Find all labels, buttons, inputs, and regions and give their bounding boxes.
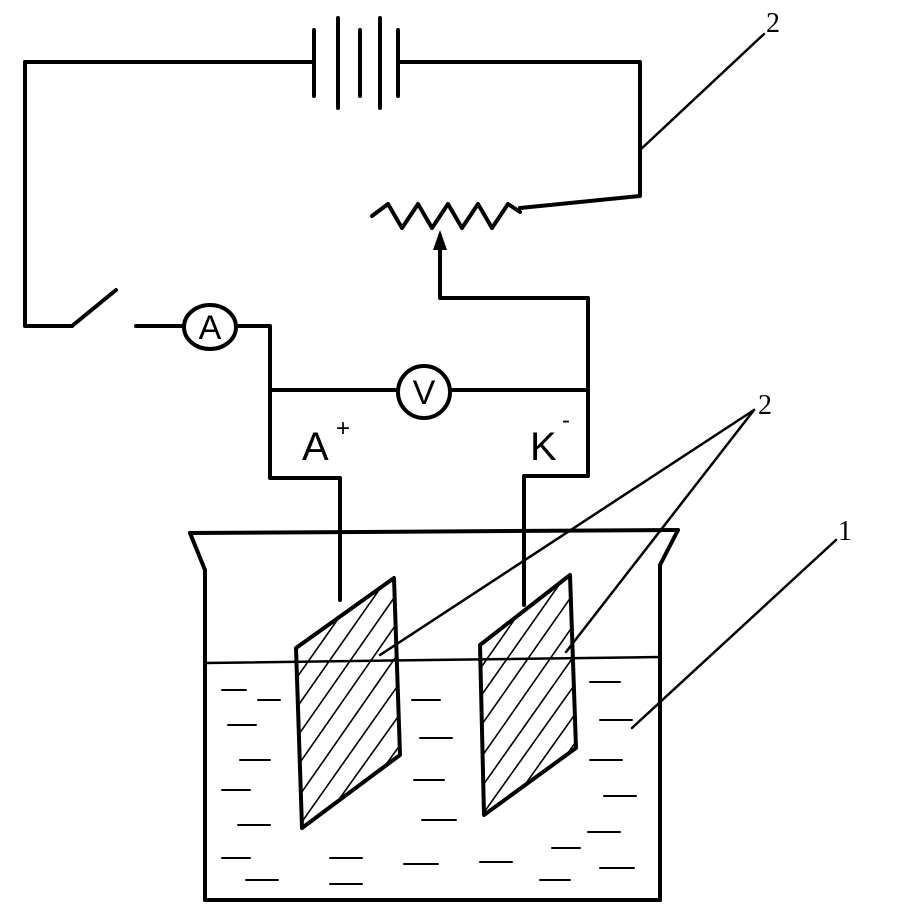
cathode-plate-outline	[478, 573, 578, 817]
cathode-hatching	[480, 575, 576, 815]
cathode-label: K -	[530, 407, 570, 469]
anode-plate-outline	[294, 576, 402, 830]
ammeter: A	[182, 303, 238, 351]
beaker-left-wall	[188, 531, 207, 902]
electrolyte-ripples	[221, 681, 637, 885]
callout-leader-anode	[378, 408, 756, 657]
beaker	[188, 528, 680, 902]
voltmeter-branch: V	[268, 364, 590, 607]
ammeter-label: A	[199, 309, 222, 347]
cathode-letter: K	[530, 425, 557, 469]
wire-ammeter-to-anode	[234, 324, 342, 602]
callout-leader	[630, 538, 838, 730]
left-circuit: A	[23, 60, 342, 602]
beaker-rim	[188, 528, 680, 535]
battery	[23, 16, 642, 210]
callout-number: 1	[838, 516, 852, 547]
voltmeter: V	[396, 364, 452, 420]
callout-leader	[638, 32, 766, 152]
anode-letter: A	[302, 425, 329, 469]
rheostat-slider-wire	[438, 240, 590, 390]
rheostat	[370, 202, 590, 390]
callout-number: 2	[758, 390, 772, 421]
cathode-sign: -	[562, 407, 570, 434]
rheostat-slider-arrow	[433, 230, 447, 250]
rheostat-zigzag	[370, 202, 522, 230]
callout-top-right: 2	[638, 8, 780, 152]
cathode-plate	[478, 573, 578, 817]
anode-sign: +	[336, 415, 350, 442]
beaker-right-wall	[658, 528, 680, 902]
anode-label: A +	[302, 415, 350, 469]
anode-hatching	[296, 578, 400, 828]
switch-blade	[70, 288, 118, 328]
wire-left-vertical	[23, 60, 74, 328]
wire-to-cathode	[522, 388, 590, 607]
callout-electrolyte: 1	[630, 516, 852, 730]
wire-battery-right	[398, 60, 642, 210]
anode-plate	[294, 576, 402, 830]
callout-electrodes: 2	[378, 390, 772, 657]
callout-number: 2	[766, 8, 780, 39]
voltmeter-label: V	[413, 374, 436, 412]
electrolyte-surface	[203, 655, 662, 665]
callout-leader-cathode	[564, 408, 756, 654]
